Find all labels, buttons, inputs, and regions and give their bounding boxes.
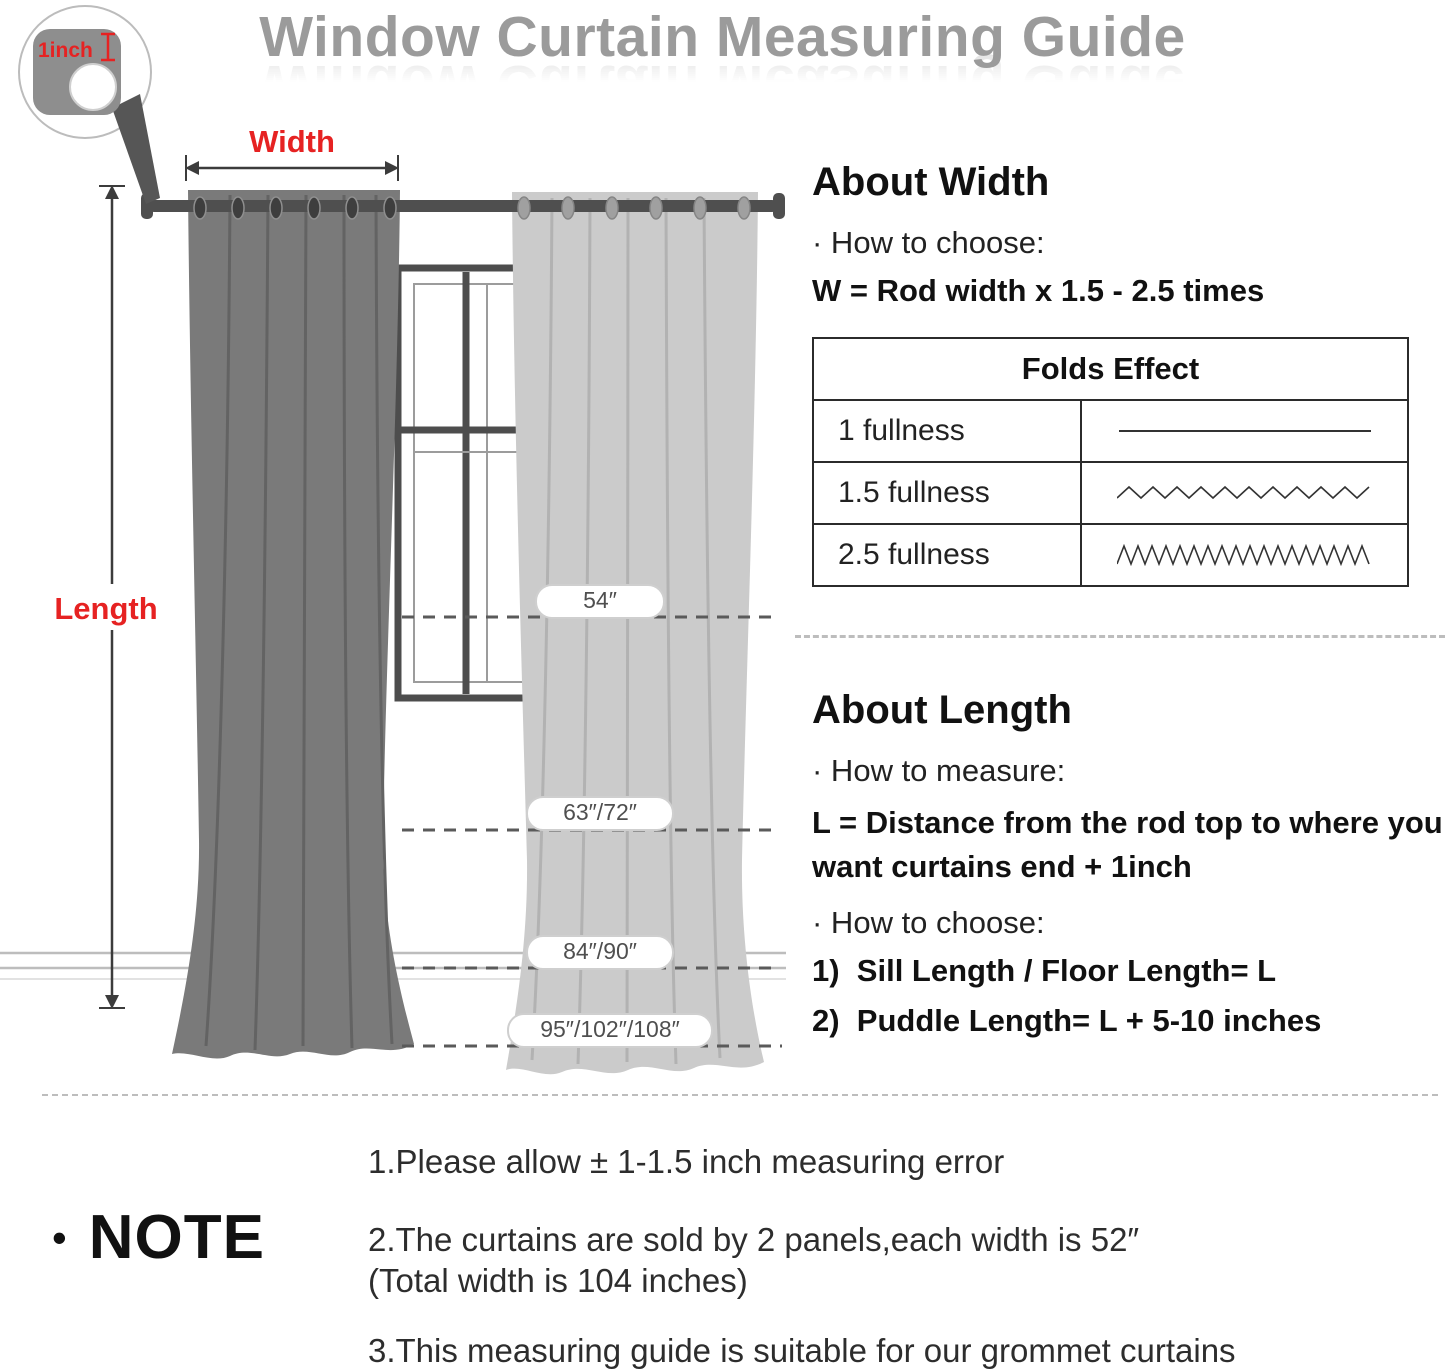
- table-row: 1.5 fullness: [812, 461, 1409, 525]
- folds-effect-table: Folds Effect 1 fullness 1.5 fullness 2.5…: [812, 337, 1409, 587]
- note-item-2: 2.The curtains are sold by 2 panels,each…: [368, 1221, 1140, 1259]
- small-zigzag-icon: [1115, 485, 1370, 500]
- length-arrow: Length: [50, 185, 162, 1009]
- note-item-1: 1.Please allow ± 1-1.5 inch measuring er…: [368, 1143, 1005, 1180]
- length-how-to-choose: · How to choose:: [812, 905, 1045, 941]
- size-label-84-90: 84″/90″: [563, 938, 637, 964]
- one-inch-label: 1inch: [38, 39, 93, 62]
- fullness-wave-1-5: [1080, 461, 1409, 525]
- fullness-label-1-5: 1.5 fullness: [812, 461, 1082, 525]
- size-line-54: 54″: [402, 584, 775, 619]
- length-how-to-measure: · How to measure:: [812, 753, 1066, 788]
- size-label-63-72: 63″/72″: [563, 799, 637, 825]
- note-list: 1.Please allow ± 1-1.5 inch measuring er…: [368, 1142, 1443, 1371]
- dense-zigzag-icon: [1115, 543, 1370, 567]
- width-formula: W = Rod width x 1.5 - 2.5 times: [812, 273, 1265, 308]
- length-formula: L = Distance from the rod top to where y…: [812, 805, 1443, 885]
- length-option-1: 1) Sill Length / Floor Length= L: [812, 953, 1277, 989]
- about-width-heading: About Width: [812, 160, 1050, 204]
- folds-table-header: Folds Effect: [812, 337, 1409, 401]
- bottom-divider: [42, 1094, 1438, 1096]
- size-line-63-72: 63″/72″: [402, 796, 775, 832]
- dark-curtain-panel: [172, 190, 414, 1059]
- note-title: NOTE: [88, 1203, 265, 1272]
- dark-curtain-grommets: [193, 196, 397, 220]
- page-title: Window Curtain Measuring Guide: [259, 5, 1186, 69]
- width-how-to-choose: · How to choose:: [812, 225, 1045, 260]
- size-label-54: 54″: [583, 587, 617, 613]
- table-row: 1 fullness: [812, 399, 1409, 463]
- width-arrow: Width: [185, 124, 399, 181]
- about-length-heading: About Length: [812, 688, 1072, 732]
- tape-measure-icon: 1inch: [18, 5, 160, 204]
- info-column: About Width · How to choose: W = Rod wid…: [795, 160, 1445, 1053]
- section-divider: [795, 635, 1445, 638]
- width-label: Width: [249, 124, 335, 159]
- table-row: 2.5 fullness: [812, 523, 1409, 587]
- fullness-wave-1: [1080, 399, 1409, 463]
- size-label-95-102-108: 95″/102″/108″: [540, 1016, 680, 1042]
- curtain-measuring-diagram: 1inch Width Length 54″ 63″/72″ 84″/90″: [0, 5, 786, 1075]
- fullness-label-2-5: 2.5 fullness: [812, 523, 1082, 587]
- size-line-95-102-108: 95″/102″/108″: [402, 1013, 782, 1048]
- note-bullet: •: [52, 1213, 67, 1261]
- straight-line-icon: [1118, 430, 1371, 432]
- fullness-label-1: 1 fullness: [812, 399, 1082, 463]
- note-item-3: 3.This measuring guide is suitable for o…: [368, 1331, 1236, 1369]
- length-label: Length: [54, 591, 157, 626]
- note-heading: • NOTE: [52, 1202, 265, 1273]
- size-line-84-90: 84″/90″: [402, 935, 775, 970]
- length-option-2: 2) Puddle Length= L + 5-10 inches: [812, 1003, 1322, 1039]
- fullness-wave-2-5: [1080, 523, 1409, 587]
- note-item-2b: (Total width is 104 inches): [368, 1261, 748, 1299]
- light-curtain-grommets: [517, 196, 751, 220]
